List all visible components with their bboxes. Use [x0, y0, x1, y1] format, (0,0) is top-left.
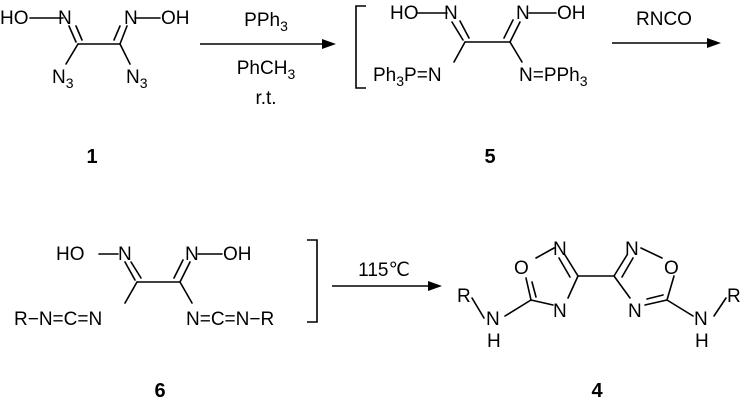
hydroxyl-label: OH	[161, 8, 190, 29]
bond	[453, 41, 466, 63]
compound-number: 5	[484, 146, 495, 168]
bond	[509, 21, 521, 43]
bond	[530, 299, 554, 306]
imine-n-label: N	[118, 244, 132, 265]
bond	[713, 297, 727, 317]
compound-number: 4	[591, 380, 603, 401]
carbodiimide-label: N=C=N−R	[186, 309, 274, 330]
reaction-arrow-2: RNCO	[612, 9, 721, 48]
imine-n-label: N	[185, 244, 199, 265]
reaction-arrow-1: PPh3 PhCH3 r.t.	[200, 10, 336, 109]
ring-oxygen-label: O	[514, 258, 529, 279]
bond	[666, 299, 694, 317]
imine-n-label: N	[124, 8, 138, 29]
hydroxyl-label: HO	[390, 3, 419, 24]
r-group-label: R	[457, 286, 471, 307]
ring-nitrogen-label: N	[553, 239, 567, 260]
bond	[621, 257, 634, 278]
hydroxyl-label: HO	[0, 8, 29, 29]
amine-n-label: N	[486, 309, 500, 330]
bond	[613, 275, 631, 299]
bond	[119, 43, 131, 65]
bond	[503, 19, 514, 39]
condition-label: r.t.	[255, 88, 276, 109]
ring-nitrogen-label: N	[628, 301, 642, 322]
bond	[567, 275, 579, 299]
compound-4: O N N N O N R N H N H R 4	[457, 239, 741, 401]
bond	[130, 261, 142, 279]
hydroxyl-label: HO	[56, 244, 85, 265]
phosphinimine-label: Ph3P=N	[373, 65, 442, 89]
imine-n-label: N	[58, 8, 72, 29]
compound-number: 1	[86, 146, 97, 168]
amine-h-label: H	[487, 331, 501, 352]
bond	[564, 254, 579, 277]
hydroxyl-label: OH	[557, 3, 586, 24]
bond	[179, 261, 191, 283]
bond	[525, 277, 532, 301]
arrow-head	[707, 38, 721, 48]
bond	[451, 21, 464, 41]
bond	[68, 25, 77, 43]
bond	[613, 254, 628, 277]
bond	[558, 257, 571, 278]
bond	[535, 247, 555, 259]
bond	[640, 247, 663, 259]
bond	[124, 261, 136, 281]
amine-h-label: H	[695, 331, 709, 352]
imine-n-label: N	[444, 3, 458, 24]
azide-label: N3	[52, 67, 74, 91]
bond	[179, 281, 193, 304]
compound-1: HO N N OH N3 N3 1	[0, 8, 190, 168]
reagent-label: PPh3	[244, 10, 288, 34]
bond	[459, 20, 470, 39]
compound-6: HO N N OH R−N=C=N N=C=N−R 6	[14, 239, 318, 401]
bond	[471, 297, 485, 319]
solvent-label: PhCH3	[237, 58, 296, 82]
azide-label: N3	[126, 67, 148, 91]
bracket-right	[307, 239, 318, 323]
bond	[509, 41, 523, 63]
bond	[75, 25, 83, 41]
hydroxyl-label: OH	[223, 244, 252, 265]
ring-nitrogen-label: N	[553, 301, 567, 322]
condition-label: 115℃	[358, 260, 410, 281]
bond	[113, 25, 121, 41]
bond	[646, 294, 664, 300]
amine-n-label: N	[694, 309, 708, 330]
ring-nitrogen-label: N	[625, 239, 639, 260]
ring-oxygen-label: O	[664, 258, 679, 279]
reaction-arrow-3: 115℃	[332, 260, 442, 291]
reagent-label: RNCO	[636, 9, 692, 30]
bracket-left	[355, 5, 366, 89]
bond	[124, 281, 138, 304]
compound-5: HO N N OH Ph3P=N N=PPh3 5	[355, 3, 588, 168]
bond	[173, 259, 184, 279]
phosphinimine-label: N=PPh3	[519, 65, 588, 89]
arrow-head	[428, 281, 442, 291]
compound-number: 6	[154, 380, 165, 401]
bond	[65, 43, 79, 65]
bond	[504, 299, 532, 317]
imine-n-label: N	[516, 3, 530, 24]
bond	[666, 275, 675, 301]
arrow-head	[322, 39, 336, 49]
carbodiimide-label: R−N=C=N	[14, 309, 102, 330]
bond	[531, 281, 537, 298]
bond	[119, 25, 128, 45]
bond	[644, 299, 668, 306]
r-group-label: R	[727, 286, 741, 307]
